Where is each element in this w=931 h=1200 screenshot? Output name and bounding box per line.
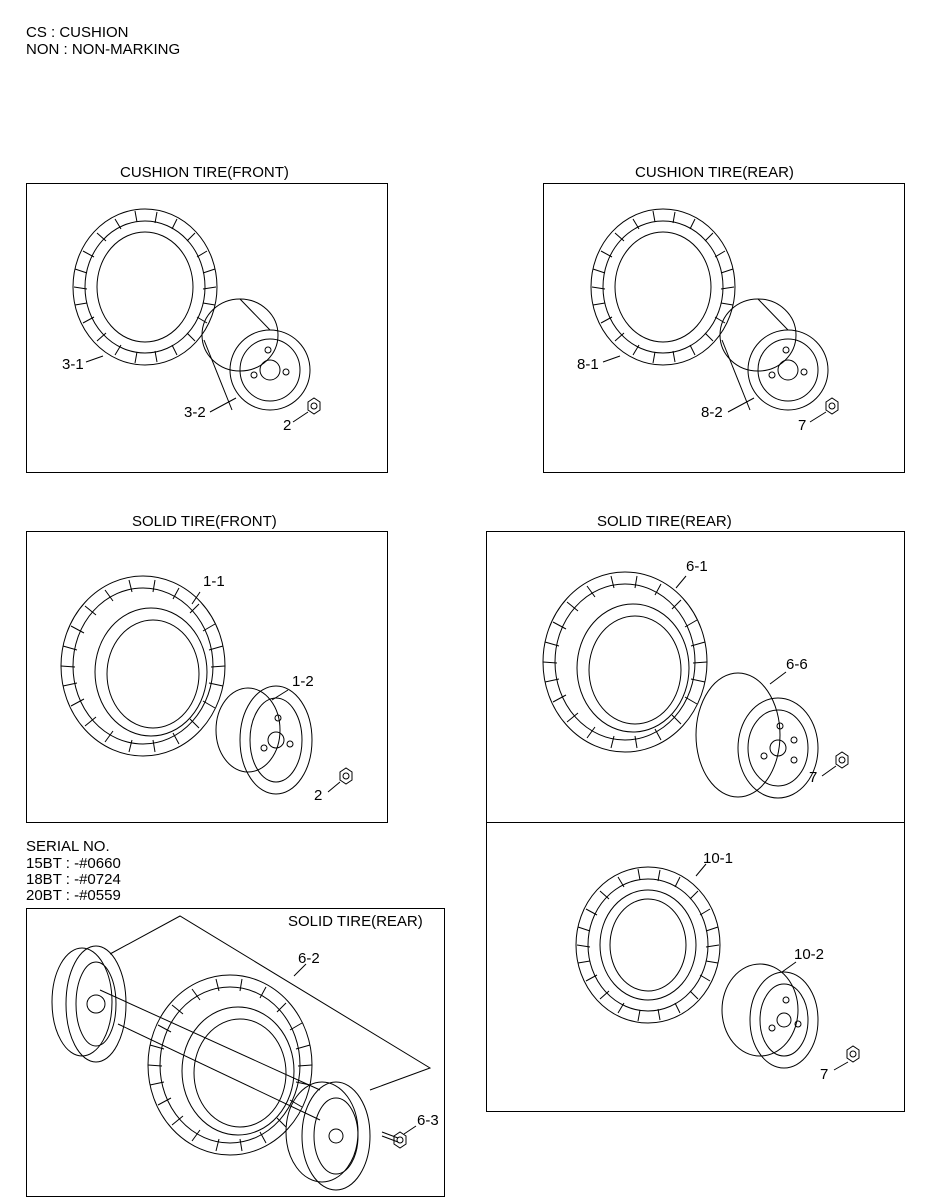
panel-cushion-rear bbox=[543, 183, 905, 473]
solid-tire-rear-a bbox=[542, 571, 849, 798]
solid-tire-rear-serial bbox=[52, 916, 430, 1190]
cushion-tire-front bbox=[72, 208, 321, 422]
serial-line: 18BT : -#0724 bbox=[26, 871, 121, 888]
legend-non-marking: NON : NON-MARKING bbox=[26, 41, 181, 58]
panel-solid-front bbox=[26, 531, 388, 823]
label-part: 6-6 bbox=[786, 656, 808, 673]
panel-divider bbox=[486, 822, 905, 823]
label-part: 2 bbox=[314, 787, 323, 804]
label-part: 3-2 bbox=[184, 404, 206, 421]
label-part: 10-1 bbox=[703, 850, 734, 867]
label-part: 6-2 bbox=[298, 950, 320, 967]
label-part: 2 bbox=[283, 417, 292, 434]
label-part: 7 bbox=[809, 769, 818, 786]
serial-title: SERIAL NO. bbox=[26, 838, 110, 855]
label-part: 6-1 bbox=[686, 558, 708, 575]
panel-cushion-front bbox=[26, 183, 388, 473]
serial-line: 15BT : -#0660 bbox=[26, 855, 121, 872]
label-part: 1-2 bbox=[292, 673, 314, 690]
label-part: 1-1 bbox=[203, 573, 225, 590]
label-part: 6-3 bbox=[417, 1112, 439, 1129]
serial-line: 20BT : -#0559 bbox=[26, 887, 121, 904]
cushion-tire-rear bbox=[590, 208, 839, 422]
title-cushion-front: CUSHION TIRE(FRONT) bbox=[120, 164, 289, 181]
title-solid-rear: SOLID TIRE(REAR) bbox=[597, 513, 732, 530]
legend-cushion: CS : CUSHION bbox=[26, 24, 129, 41]
label-part: 8-1 bbox=[577, 356, 599, 373]
label-part: 8-2 bbox=[701, 404, 723, 421]
label-part: 3-1 bbox=[62, 356, 84, 373]
label-part: 10-2 bbox=[794, 946, 825, 963]
label-part: 7 bbox=[820, 1066, 829, 1083]
label-part: 7 bbox=[798, 417, 807, 434]
panel-solid-rear bbox=[486, 531, 905, 1112]
panel-solid-rear-serial bbox=[26, 908, 445, 1197]
title-solid-rear-serial: SOLID TIRE(REAR) bbox=[288, 913, 423, 930]
solid-tire-rear-b bbox=[575, 864, 860, 1070]
title-cushion-rear: CUSHION TIRE(REAR) bbox=[635, 164, 794, 181]
solid-tire-front bbox=[60, 575, 353, 794]
title-solid-front: SOLID TIRE(FRONT) bbox=[132, 513, 277, 530]
